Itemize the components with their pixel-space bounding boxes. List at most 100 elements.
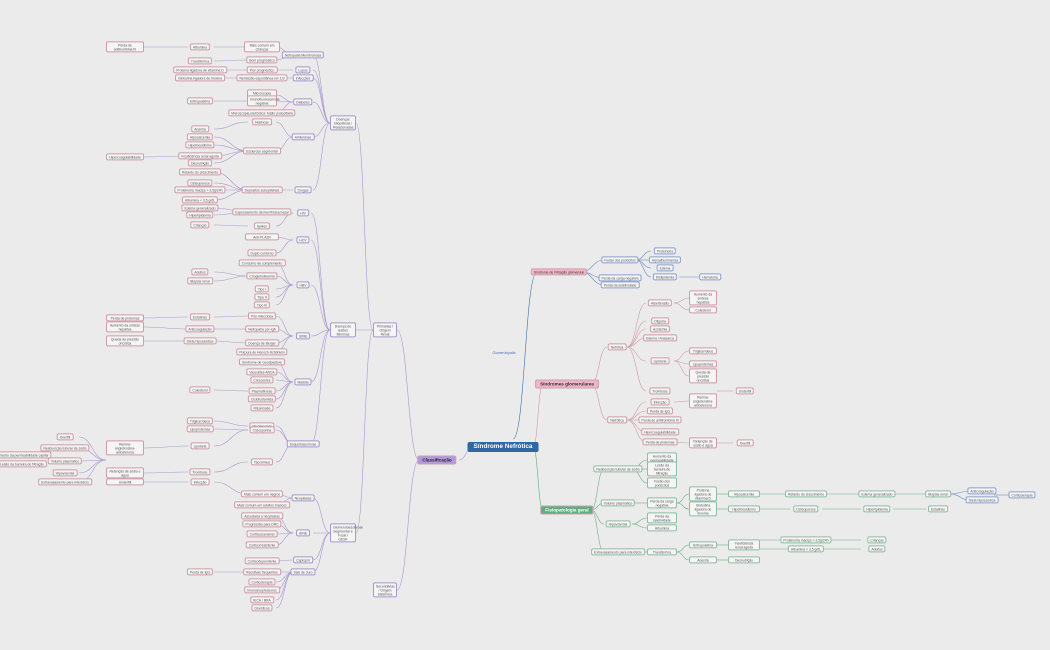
node-recidivas[interactable]: Recidivas frequentes bbox=[243, 568, 281, 576]
node-iga[interactable]: Nefropatia por IgA bbox=[245, 325, 279, 333]
node-barreira[interactable]: Lesão da barreira de filtração bbox=[647, 461, 677, 477]
node-imunossup[interactable]: Imunossupressores bbox=[244, 586, 280, 594]
node-espessamento[interactable]: Espessamento da membrana basal bbox=[232, 208, 292, 216]
node-dieta[interactable]: Dieta hipossódica bbox=[183, 337, 217, 345]
node-mais-comum-adultos[interactable]: Mais comum em adultos brancos bbox=[234, 501, 290, 509]
branch-sindromes-glomerulares[interactable]: Síndromes glomerulares bbox=[535, 379, 599, 389]
node-glom-focal[interactable]: Glomeruloesclerose Segmentar e Focal / G… bbox=[330, 523, 363, 543]
node-crescimento[interactable]: Retardo do crescimento bbox=[785, 490, 827, 498]
node-corticoide[interactable]: Corticoterapia bbox=[248, 578, 276, 586]
node-estatinas[interactable]: Estatinas bbox=[928, 505, 948, 513]
node-barreira[interactable]: Lesão da barreira de filtração bbox=[0, 460, 48, 468]
node-anca[interactable]: Vasculites ANCA bbox=[246, 368, 278, 376]
node-lipoproteinas[interactable]: Lipoproteínas bbox=[689, 360, 717, 368]
node-triglicerides[interactable]: Triglicerídeos bbox=[689, 347, 717, 355]
node-transferrina[interactable]: Transferrina bbox=[187, 57, 213, 65]
node-eletronica[interactable]: Microscopia eletrônica: fusão podocitári… bbox=[228, 109, 296, 117]
node-relacionado-neoplasia[interactable]: Associada a neoplasias bbox=[241, 512, 283, 520]
node-aine[interactable]: AINE bbox=[296, 529, 310, 537]
node-aumento-sintese[interactable]: Aumento da síntese hepática bbox=[689, 290, 717, 306]
node-albumina-baixa[interactable]: Albumina < 3,5 g/dL bbox=[181, 196, 219, 204]
node-hipercoag[interactable]: Hipercoagulabilidade bbox=[641, 428, 679, 436]
node-berger[interactable]: Doença de Berger bbox=[245, 339, 279, 347]
node-sifilis[interactable]: Sífilis bbox=[295, 332, 311, 340]
node-reabsorcao[interactable]: Reabsorção tubular de sódio bbox=[593, 465, 643, 473]
node-hipertensao[interactable]: Hipertensão bbox=[647, 299, 673, 307]
node-edema-gen[interactable]: Edema generalizado bbox=[858, 490, 896, 498]
node-tireoide[interactable]: Globulina ligadora de tiroxina bbox=[175, 74, 225, 82]
node-perda-ig[interactable]: Perda de IgG bbox=[646, 407, 674, 415]
node-underfill[interactable]: Underfill bbox=[735, 387, 755, 395]
node-retencao[interactable]: Retenção de sódio e água bbox=[106, 467, 144, 479]
node-complemento[interactable]: Consumo de complemento bbox=[238, 259, 286, 267]
node-esclerose[interactable]: Esclerose segmentar bbox=[243, 147, 281, 155]
node-pressao-oncotica[interactable]: Queda da pressão oncótica bbox=[689, 368, 717, 384]
node-hbv[interactable]: HBV bbox=[296, 281, 310, 289]
node-aumento-permeab[interactable]: Aumento da permeabilidade capilar bbox=[0, 451, 52, 459]
node-proteinuria-maciça[interactable]: Proteinúria maciça > 3,5g/24h bbox=[174, 186, 226, 194]
node-duplo-contorno[interactable]: Duplo contorno bbox=[247, 249, 277, 257]
node-perda-ig[interactable]: Perda de IgG bbox=[186, 568, 214, 576]
node-corticoide[interactable]: Corticoterapia bbox=[1008, 491, 1036, 499]
node-hipocalcemia[interactable]: Hipocalcemia bbox=[186, 133, 214, 141]
node-secundarias[interactable]: Secundárias / Origem Sistêmica bbox=[373, 582, 397, 598]
node-spikes[interactable]: Spikes bbox=[253, 222, 271, 230]
node-drogas[interactable]: Drogas bbox=[294, 186, 312, 194]
node-criancas[interactable]: Crianças bbox=[190, 221, 210, 229]
node-adultos[interactable]: Adultos bbox=[868, 545, 886, 553]
node-edema-gen[interactable]: Edema generalizado bbox=[181, 204, 219, 212]
node-aumento-sintese[interactable]: Aumento da síntese hepática bbox=[106, 321, 144, 333]
node-ieca[interactable]: IECA / BRA bbox=[250, 596, 274, 604]
node-hipotireoidismo[interactable]: Hipotireoidismo bbox=[185, 141, 215, 149]
node-rituximabe[interactable]: Rituximabe bbox=[250, 404, 274, 412]
node-hematuria[interactable]: Hematúria bbox=[699, 273, 721, 281]
node-vol-plasmatico[interactable]: Volume plasmático bbox=[600, 499, 636, 507]
node-vitd[interactable]: Proteína ligadora de vitamina D bbox=[689, 486, 717, 502]
node-edema[interactable]: Edema bbox=[656, 264, 674, 272]
node-eritropoietina[interactable]: Eritropoietina bbox=[689, 541, 717, 549]
node-dislipidemia[interactable]: Dislipidemia bbox=[652, 273, 678, 281]
node-respondedores[interactable]: Corticossensível bbox=[246, 530, 278, 538]
node-anticoag[interactable]: Anticoagulação bbox=[185, 325, 215, 333]
node-perda-at[interactable]: Perda de antitrombina III bbox=[638, 416, 682, 424]
node-overfill[interactable]: Overfill bbox=[736, 439, 754, 447]
node-hialinose[interactable]: Hialinose bbox=[252, 118, 272, 126]
node-azotemia[interactable]: Azotemia bbox=[649, 325, 671, 333]
node-overfill[interactable]: Overfill bbox=[56, 433, 74, 441]
node-desnutricao[interactable]: Desnutrição bbox=[728, 556, 760, 564]
node-perda-at[interactable]: Perda de antitrombina III bbox=[106, 41, 144, 53]
node-underfill[interactable]: Underfill bbox=[106, 478, 144, 486]
node-triglicerides[interactable]: Triglicerídeos bbox=[186, 417, 214, 425]
node-anemia[interactable]: Anemia bbox=[689, 556, 717, 564]
branch-filtracao[interactable]: Síndrome de Filtração glomerular bbox=[530, 268, 588, 276]
node-anemia[interactable]: Anemia bbox=[191, 125, 209, 133]
node-proteinuria[interactable]: Proteinúria bbox=[653, 247, 677, 255]
node-malaria[interactable]: Malária bbox=[294, 378, 312, 386]
node-tipo2[interactable]: Tipo II bbox=[254, 293, 270, 301]
branch-fisiopatologia[interactable]: Fisiopatologia geral bbox=[540, 505, 594, 515]
node-mais-comum-criancas[interactable]: Mais comum em crianças bbox=[244, 41, 280, 53]
node-podocitos[interactable]: Fusão dos podócitos bbox=[647, 477, 677, 489]
node-hipercoag[interactable]: Hipercoagulabilidade bbox=[106, 153, 144, 161]
node-adultos[interactable]: Adultos bbox=[191, 268, 209, 276]
node-hipocalcemia[interactable]: Hipocalcemia bbox=[728, 490, 760, 498]
node-albumina-baixa[interactable]: Albumina < 3,5 g/dL bbox=[787, 545, 825, 553]
node-retencao[interactable]: Retenção de sódio e água bbox=[689, 437, 717, 449]
node-eritropoietina[interactable]: Eritropoietina bbox=[187, 97, 213, 105]
node-hcv[interactable]: HCV bbox=[296, 236, 310, 244]
node-crioglobulinemia[interactable]: Crioglobulinemia bbox=[246, 272, 278, 280]
node-resistentes[interactable]: Corticorresistente bbox=[245, 541, 279, 549]
node-edema-anasarca[interactable]: Edema / Anasarca bbox=[643, 334, 677, 342]
node-hipoalbuminemia[interactable]: Hipoalbuminemia bbox=[648, 256, 682, 264]
node-lipoproteinas[interactable]: Lipoproteínas bbox=[186, 425, 214, 433]
node-renina[interactable]: Renina-angiotensina-aldosterona bbox=[106, 440, 144, 456]
branch-classificacao[interactable]: Classificação bbox=[417, 455, 457, 465]
node-ciclofosfamida[interactable]: Ciclofosfamida bbox=[247, 395, 277, 403]
node-perda-proteinas[interactable]: Perda de proteínas bbox=[106, 314, 144, 322]
node-seletividade[interactable]: Perda da seletividade bbox=[647, 512, 677, 524]
node-infeccao[interactable]: Infecção bbox=[190, 478, 210, 486]
node-perda-proteinas[interactable]: Perda de proteínas bbox=[642, 438, 678, 446]
node-idiopaticas[interactable]: Doenças Idiopáticas / Relacionadas bbox=[330, 115, 356, 131]
node-tipo3[interactable]: Tipo III bbox=[253, 301, 271, 309]
node-infeccoes[interactable]: Infecções bbox=[292, 74, 314, 82]
